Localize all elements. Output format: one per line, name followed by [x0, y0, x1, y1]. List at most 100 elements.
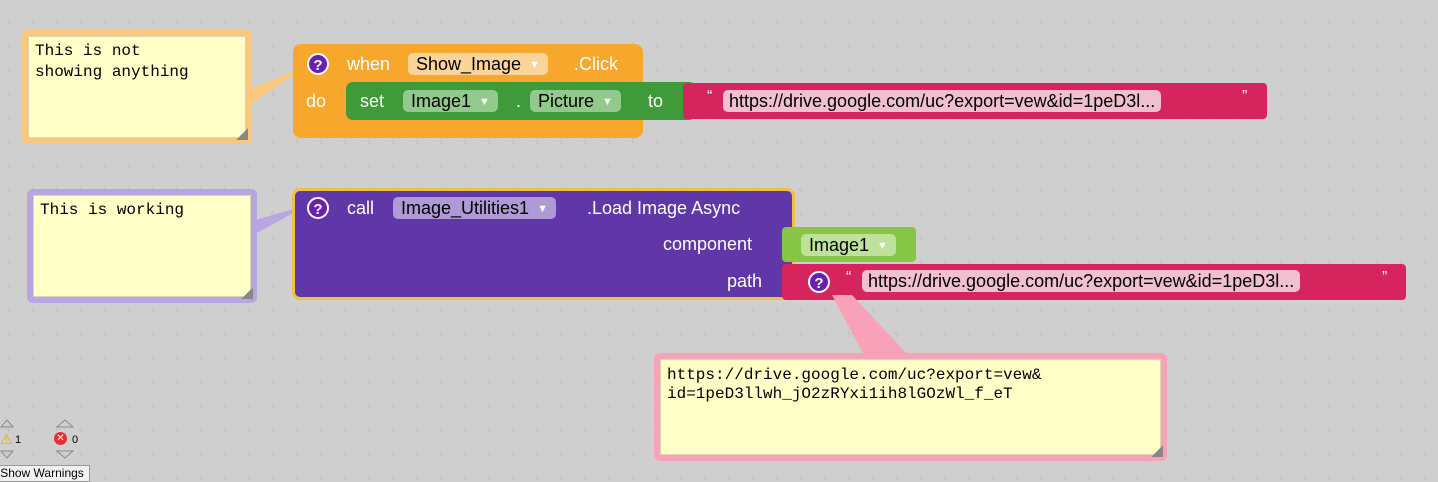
grid-plus-icon — [101, 474, 108, 481]
grid-plus-icon — [125, 354, 132, 361]
grid-plus-icon — [1301, 354, 1308, 361]
grid-plus-icon — [845, 474, 852, 481]
grid-plus-icon — [173, 330, 180, 337]
grid-plus-icon — [1349, 354, 1356, 361]
resize-grip-icon[interactable] — [236, 128, 248, 140]
grid-plus-icon — [1205, 306, 1212, 313]
grid-plus-icon — [1397, 66, 1404, 73]
grid-plus-icon — [1277, 306, 1284, 313]
grid-plus-icon — [221, 378, 228, 385]
grid-plus-icon — [5, 450, 12, 457]
grid-plus-icon — [1181, 18, 1188, 25]
grid-plus-icon — [629, 426, 636, 433]
comment-text[interactable]: This is working — [33, 195, 251, 297]
chevron-up-icon[interactable] — [0, 418, 14, 428]
comment-working[interactable]: This is working — [27, 189, 257, 303]
grid-plus-icon — [893, 18, 900, 25]
grid-plus-icon — [557, 426, 564, 433]
grid-plus-icon — [701, 66, 708, 73]
grid-plus-icon — [629, 402, 636, 409]
grid-plus-icon — [965, 306, 972, 313]
grid-plus-icon — [1229, 306, 1236, 313]
grid-plus-icon — [1373, 18, 1380, 25]
grid-plus-icon — [965, 162, 972, 169]
grid-plus-icon — [1157, 66, 1164, 73]
url-text-field[interactable]: https://drive.google.com/uc?export=vew&i… — [723, 90, 1162, 112]
path-url-text-field[interactable]: https://drive.google.com/uc?export=vew&i… — [862, 270, 1301, 292]
chevron-up-icon[interactable] — [56, 418, 74, 428]
grid-plus-icon — [821, 474, 828, 481]
grid-plus-icon — [365, 426, 372, 433]
grid-plus-icon — [1205, 258, 1212, 265]
comment-full-url[interactable]: https://drive.google.com/uc?export=vew& … — [654, 353, 1167, 461]
grid-plus-icon — [149, 402, 156, 409]
grid-plus-icon — [149, 354, 156, 361]
grid-plus-icon — [773, 18, 780, 25]
chevron-down-icon[interactable] — [0, 450, 14, 460]
grid-plus-icon — [77, 330, 84, 337]
target-dropdown-image1[interactable]: Image1▼ — [403, 90, 498, 112]
resize-grip-icon[interactable] — [1151, 445, 1163, 457]
grid-plus-icon — [509, 138, 516, 145]
errors-indicator[interactable]: ✕ 0 — [54, 418, 84, 466]
grid-plus-icon — [389, 450, 396, 457]
grid-plus-icon — [293, 474, 300, 481]
component-dropdown-show-image[interactable]: Show_Image▼ — [408, 53, 548, 75]
grid-plus-icon — [269, 402, 276, 409]
grid-plus-icon — [341, 306, 348, 313]
grid-plus-icon — [125, 18, 132, 25]
grid-plus-icon — [1277, 234, 1284, 241]
grid-plus-icon — [149, 426, 156, 433]
grid-plus-icon — [509, 378, 516, 385]
grid-plus-icon — [1133, 42, 1140, 49]
grid-plus-icon — [821, 186, 828, 193]
comment-text[interactable]: https://drive.google.com/uc?export=vew& … — [660, 359, 1161, 455]
grid-plus-icon — [149, 162, 156, 169]
grid-plus-icon — [1277, 330, 1284, 337]
grid-plus-icon — [893, 210, 900, 217]
comment-not-showing[interactable]: This is not showing anything — [22, 30, 252, 144]
grid-plus-icon — [245, 426, 252, 433]
grid-plus-icon — [1277, 210, 1284, 217]
resize-grip-icon[interactable] — [241, 287, 253, 299]
component-dropdown-image-utilities[interactable]: Image_Utilities1▼ — [393, 197, 556, 219]
grid-plus-icon — [1109, 138, 1116, 145]
grid-plus-icon — [1037, 474, 1044, 481]
grid-plus-icon — [629, 330, 636, 337]
grid-plus-icon — [1301, 402, 1308, 409]
grid-plus-icon — [1277, 162, 1284, 169]
grid-plus-icon — [365, 474, 372, 481]
component-dropdown-image1[interactable]: Image1▼ — [801, 234, 896, 256]
grid-plus-icon — [1181, 426, 1188, 433]
comment-text[interactable]: This is not showing anything — [28, 36, 246, 138]
grid-plus-icon — [1061, 138, 1068, 145]
help-icon[interactable]: ? — [307, 197, 329, 219]
grid-plus-icon — [341, 354, 348, 361]
grid-plus-icon — [1229, 378, 1236, 385]
grid-plus-icon — [1181, 210, 1188, 217]
grid-plus-icon — [1325, 450, 1332, 457]
grid-plus-icon — [749, 18, 756, 25]
grid-plus-icon — [269, 306, 276, 313]
grid-plus-icon — [413, 138, 420, 145]
grid-plus-icon — [821, 138, 828, 145]
warnings-indicator[interactable]: ⚠ 1 — [0, 418, 30, 466]
property-dropdown-picture[interactable]: Picture▼ — [530, 90, 621, 112]
grid-plus-icon — [413, 162, 420, 169]
help-icon[interactable]: ? — [808, 271, 830, 293]
show-warnings-button[interactable]: Show Warnings — [0, 465, 90, 482]
chevron-down-icon[interactable] — [56, 450, 74, 460]
grid-plus-icon — [581, 354, 588, 361]
grid-plus-icon — [221, 18, 228, 25]
help-icon[interactable]: ? — [307, 53, 329, 75]
grid-plus-icon — [485, 426, 492, 433]
grid-plus-icon — [317, 18, 324, 25]
grid-plus-icon — [653, 162, 660, 169]
grid-plus-icon — [1205, 234, 1212, 241]
grid-plus-icon — [821, 42, 828, 49]
grid-plus-icon — [413, 354, 420, 361]
grid-plus-icon — [821, 66, 828, 73]
grid-plus-icon — [437, 138, 444, 145]
grid-plus-icon — [869, 66, 876, 73]
grid-plus-icon — [1157, 186, 1164, 193]
